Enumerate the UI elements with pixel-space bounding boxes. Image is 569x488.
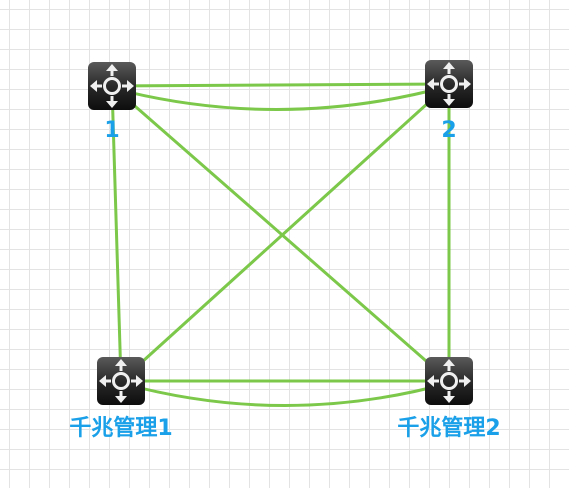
device-2-label: 2 bbox=[441, 118, 457, 143]
link-sw2-gm1[interactable] bbox=[119, 82, 451, 383]
link-sw1-gm1[interactable] bbox=[110, 84, 123, 383]
router-icon bbox=[88, 62, 136, 110]
link-sw1-sw2-curved[interactable] bbox=[110, 84, 451, 111]
device-gigabit-mgmt-1-label: 千兆管理1 bbox=[69, 416, 173, 441]
device-1[interactable] bbox=[87, 61, 137, 111]
link-sw1-gm2[interactable] bbox=[110, 84, 451, 383]
link-sw1-sw2-straight[interactable] bbox=[110, 82, 451, 88]
router-icon bbox=[425, 357, 473, 405]
link-gm1-gm2-curved[interactable] bbox=[119, 381, 451, 407]
device-gigabit-mgmt-2-label: 千兆管理2 bbox=[397, 416, 501, 441]
device-gigabit-mgmt-1[interactable] bbox=[96, 356, 146, 406]
router-icon bbox=[425, 60, 473, 108]
device-gigabit-mgmt-2[interactable] bbox=[424, 356, 474, 406]
router-icon bbox=[97, 357, 145, 405]
device-1-label: 1 bbox=[104, 118, 120, 143]
device-2[interactable] bbox=[424, 59, 474, 109]
